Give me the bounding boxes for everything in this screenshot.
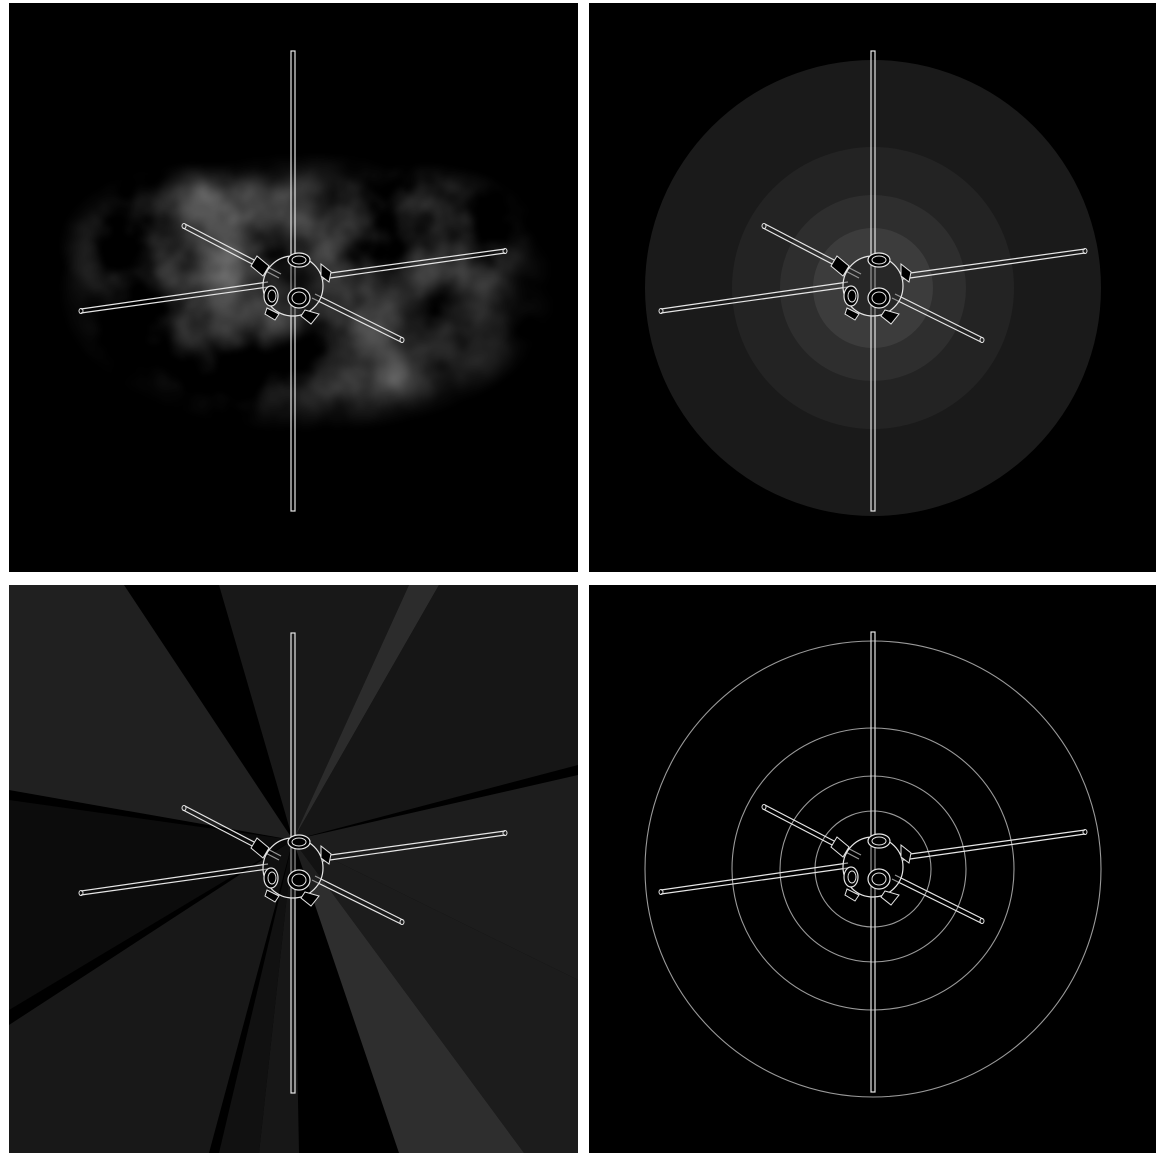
ring-outer — [644, 640, 1102, 1098]
light-cones — [9, 585, 578, 1153]
cloud-visualization — [9, 3, 578, 572]
sphere-visualization — [589, 3, 1156, 572]
ring-second — [779, 775, 967, 963]
panel-concentric-spheres — [589, 3, 1156, 572]
ring-third — [731, 727, 1015, 1011]
panel-concentric-rings — [589, 585, 1156, 1153]
cone-visualization — [9, 585, 578, 1153]
ring-visualization — [589, 585, 1156, 1153]
panel-light-cones — [9, 585, 578, 1153]
panel-volumetric-cloud — [9, 3, 578, 572]
rings — [644, 640, 1102, 1098]
ring-inner — [814, 810, 932, 928]
